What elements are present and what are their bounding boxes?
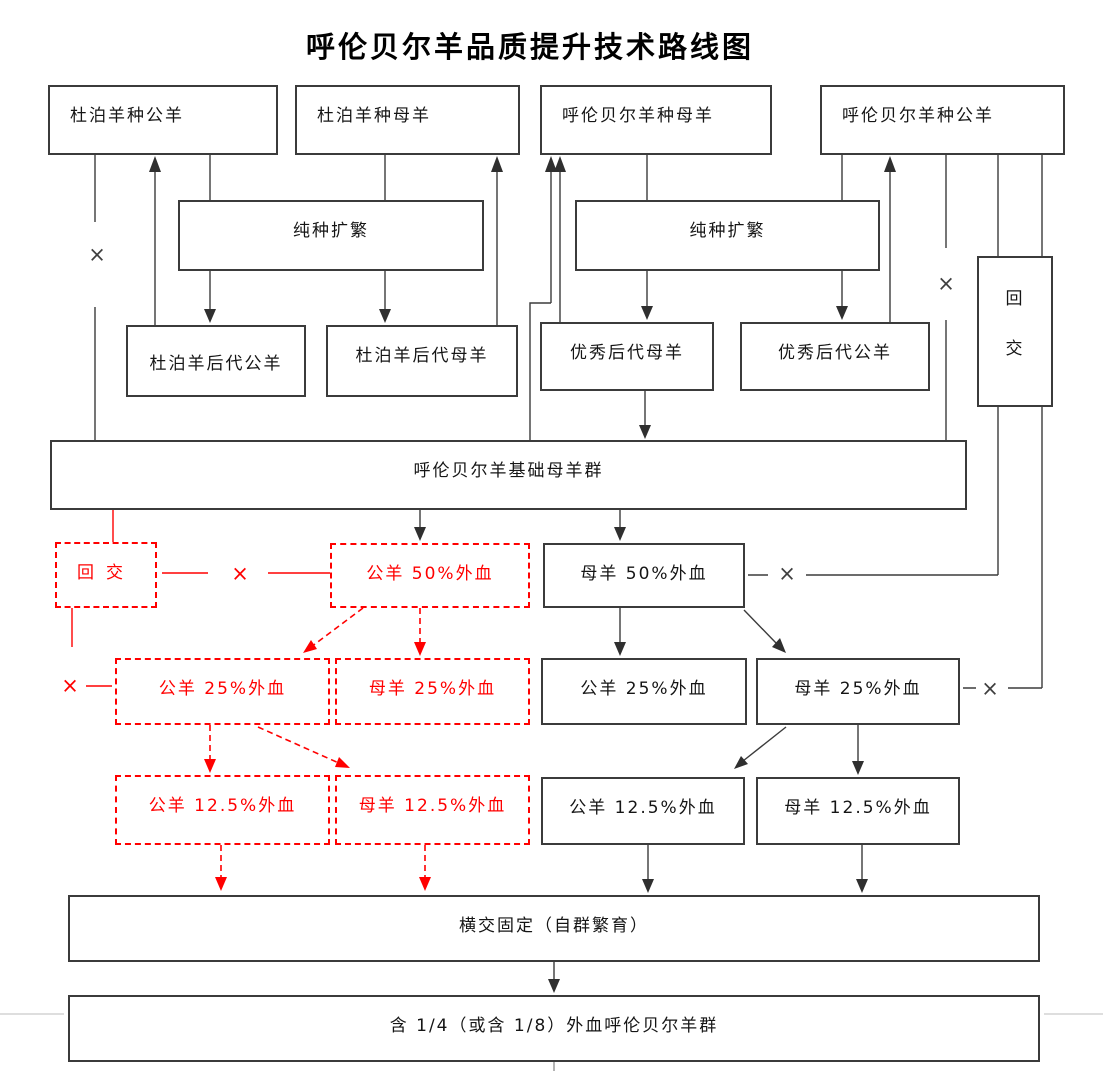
node-backcross-red: 回交 <box>55 542 157 608</box>
page-title: 呼伦贝尔羊品质提升技术路线图 <box>305 30 754 64</box>
node-ewe-50: 母羊 50%外血 <box>543 543 745 608</box>
node-ram-25: 公羊 25%外血 <box>541 658 747 725</box>
node-ewe-25: 母羊 25%外血 <box>756 658 960 725</box>
node-base-ewe-flock: 呼伦贝尔羊基础母羊群 <box>50 440 967 510</box>
node-ewe-125-red: 母羊 12.5%外血 <box>335 775 530 845</box>
cross-mark-ewe50: × <box>778 561 796 586</box>
node-ewe-25-red: 母羊 25%外血 <box>335 658 530 725</box>
node-cross-fixation: 横交固定（自群繁育） <box>68 895 1040 962</box>
node-final-flock: 含 1/4（或含 1/8）外血呼伦贝尔羊群 <box>68 995 1040 1062</box>
node-duopo-offspring-ram: 杜泊羊后代公羊 <box>126 325 306 397</box>
cross-mark-ram50-red: × <box>231 561 249 586</box>
node-ram-25-red: 公羊 25%外血 <box>115 658 330 725</box>
node-excellent-offspring-ewe: 优秀后代母羊 <box>540 322 714 391</box>
cross-mark-ram25-red: × <box>61 673 79 698</box>
node-backcross-right: 回交 <box>977 256 1053 407</box>
node-duopo-ewe: 杜泊羊种母羊 <box>295 85 520 155</box>
node-pure-breed-right: 纯种扩繁 <box>575 200 880 271</box>
node-duopo-ram: 杜泊羊种公羊 <box>48 85 278 155</box>
cross-mark-ewe25: × <box>981 676 999 701</box>
node-excellent-offspring-ram: 优秀后代公羊 <box>740 322 930 391</box>
node-ram-125-red: 公羊 12.5%外血 <box>115 775 330 845</box>
node-ewe-125: 母羊 12.5%外血 <box>756 777 960 845</box>
cross-mark-duopo-ram: × <box>88 242 106 267</box>
cross-mark-hlbe-ram: × <box>937 271 955 296</box>
node-ram-50-red: 公羊 50%外血 <box>330 543 530 608</box>
node-hlbe-breed-ewe: 呼伦贝尔羊种母羊 <box>540 85 772 155</box>
node-pure-breed-left: 纯种扩繁 <box>178 200 484 271</box>
node-duopo-offspring-ewe: 杜泊羊后代母羊 <box>326 325 518 397</box>
node-hlbe-breed-ram: 呼伦贝尔羊种公羊 <box>820 85 1065 155</box>
node-ram-125: 公羊 12.5%外血 <box>541 777 745 845</box>
